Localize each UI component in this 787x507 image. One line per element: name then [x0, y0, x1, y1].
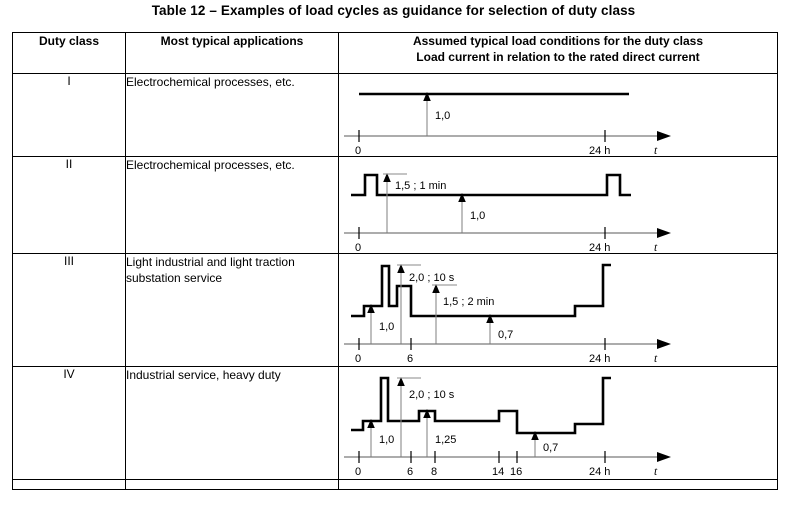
annotation-label-1-0: 1,0: [379, 434, 394, 446]
applications-text: Electrochemical processes, etc.: [125, 156, 339, 254]
table-row: IV Industrial service, heavy duty 2,0 ; …: [12, 366, 778, 480]
annotation-arrowhead: [397, 377, 405, 386]
time-axis-arrowhead: [657, 228, 671, 238]
table-row: II Electrochemical processes, etc. 1,5 ;…: [12, 156, 778, 254]
time-axis-arrowhead: [657, 131, 671, 141]
axis-symbol-t: t: [654, 466, 658, 478]
duty-class-value-partial: [12, 479, 126, 490]
header-duty-class: Duty class: [12, 32, 126, 74]
applications-text: Industrial service, heavy duty: [125, 366, 339, 480]
axis-symbol-t: t: [654, 242, 658, 253]
chart-svg-iii: 2,0 ; 10 s 1,5 ; 2 min 1,0 0,7: [344, 263, 671, 365]
annotation-arrowhead: [397, 264, 405, 273]
load-cycle-chart-iii: 2,0 ; 10 s 1,5 ; 2 min 1,0 0,7: [338, 253, 778, 367]
tick-label-6: 6: [407, 466, 413, 478]
tick-label-0: 0: [355, 145, 361, 156]
annotation-label-2-0: 2,0 ; 10 s: [409, 272, 455, 284]
waveform-path: [351, 376, 611, 435]
annotation-arrowhead: [531, 431, 539, 440]
waveform-path: [351, 173, 631, 197]
annotation-label-1-0: 1,0: [379, 321, 394, 333]
applications-text: Electrochemical processes, etc.: [125, 73, 339, 157]
tick-label-24h: 24 h: [589, 242, 610, 253]
header-load-conditions-line1: Assumed typical load conditions for the …: [412, 34, 704, 48]
tick-label-6: 6: [407, 353, 413, 365]
table-row: I Electrochemical processes, etc. 1,0: [12, 73, 778, 157]
table-row-partial: [12, 479, 778, 490]
annotation-label-1-0: 1,0: [470, 210, 485, 222]
applications-text-partial: [125, 479, 339, 490]
tick-label-24h: 24 h: [589, 353, 610, 365]
annotation-arrowhead: [423, 409, 431, 418]
annotation-label-0-7: 0,7: [498, 329, 513, 341]
tick-label-0: 0: [355, 242, 361, 253]
duty-class-value: I: [12, 73, 126, 157]
annotation-arrowhead: [423, 92, 431, 101]
annotation-label-1-25: 1,25: [435, 434, 456, 446]
duty-class-value: III: [12, 253, 126, 367]
table-row: III Light industrial and light traction …: [12, 253, 778, 367]
chart-svg-ii: 1,5 ; 1 min 1,0 0 24 h t: [344, 173, 671, 253]
tick-label-0: 0: [355, 466, 361, 478]
header-load-conditions: Assumed typical load conditions for the …: [338, 32, 778, 74]
header-load-conditions-line2: Load current in relation to the rated di…: [416, 50, 700, 65]
annotation-label-2-0: 2,0 ; 10 s: [409, 389, 455, 401]
tick-label-14: 14: [492, 466, 504, 478]
tick-label-8: 8: [431, 466, 437, 478]
tick-label-16: 16: [510, 466, 522, 478]
page-title: Table 12 – Examples of load cycles as gu…: [151, 3, 636, 18]
annotation-arrowhead: [486, 314, 494, 323]
waveform-path: [351, 263, 611, 318]
load-cycle-chart-partial: [338, 479, 778, 490]
applications-text: Light industrial and light traction subs…: [125, 253, 339, 367]
time-axis-arrowhead: [657, 452, 671, 462]
duty-class-table: Duty class Most typical applications Ass…: [12, 32, 778, 490]
annotation-label-1-0: 1,0: [435, 110, 450, 122]
load-cycle-chart-iv: 2,0 ; 10 s 1,0 1,25 0,7: [338, 366, 778, 480]
annotation-arrowhead: [367, 419, 375, 428]
chart-svg-iv: 2,0 ; 10 s 1,0 1,25 0,7: [344, 376, 671, 478]
load-cycle-chart-i: 1,0 0 24 h t: [338, 73, 778, 157]
axis-symbol-t: t: [654, 353, 658, 365]
annotation-label-1-5: 1,5 ; 2 min: [443, 296, 494, 308]
annotation-label-1-5: 1,5 ; 1 min: [395, 180, 446, 192]
table-header-row: Duty class Most typical applications Ass…: [12, 32, 778, 74]
annotation-arrowhead: [367, 304, 375, 313]
tick-label-24h: 24 h: [589, 145, 610, 156]
annotation-arrowhead: [458, 193, 466, 202]
tick-label-24h: 24 h: [589, 466, 610, 478]
load-cycle-chart-ii: 1,5 ; 1 min 1,0 0 24 h t: [338, 156, 778, 254]
duty-class-value: II: [12, 156, 126, 254]
annotation-arrowhead: [383, 173, 391, 182]
time-axis-arrowhead: [657, 339, 671, 349]
chart-svg-i: 1,0 0 24 h t: [344, 92, 671, 156]
annotation-arrowhead: [432, 284, 440, 293]
axis-symbol-t: t: [654, 145, 658, 156]
header-applications: Most typical applications: [125, 32, 339, 74]
duty-class-value: IV: [12, 366, 126, 480]
annotation-label-0-7: 0,7: [543, 442, 558, 454]
tick-label-0: 0: [355, 353, 361, 365]
